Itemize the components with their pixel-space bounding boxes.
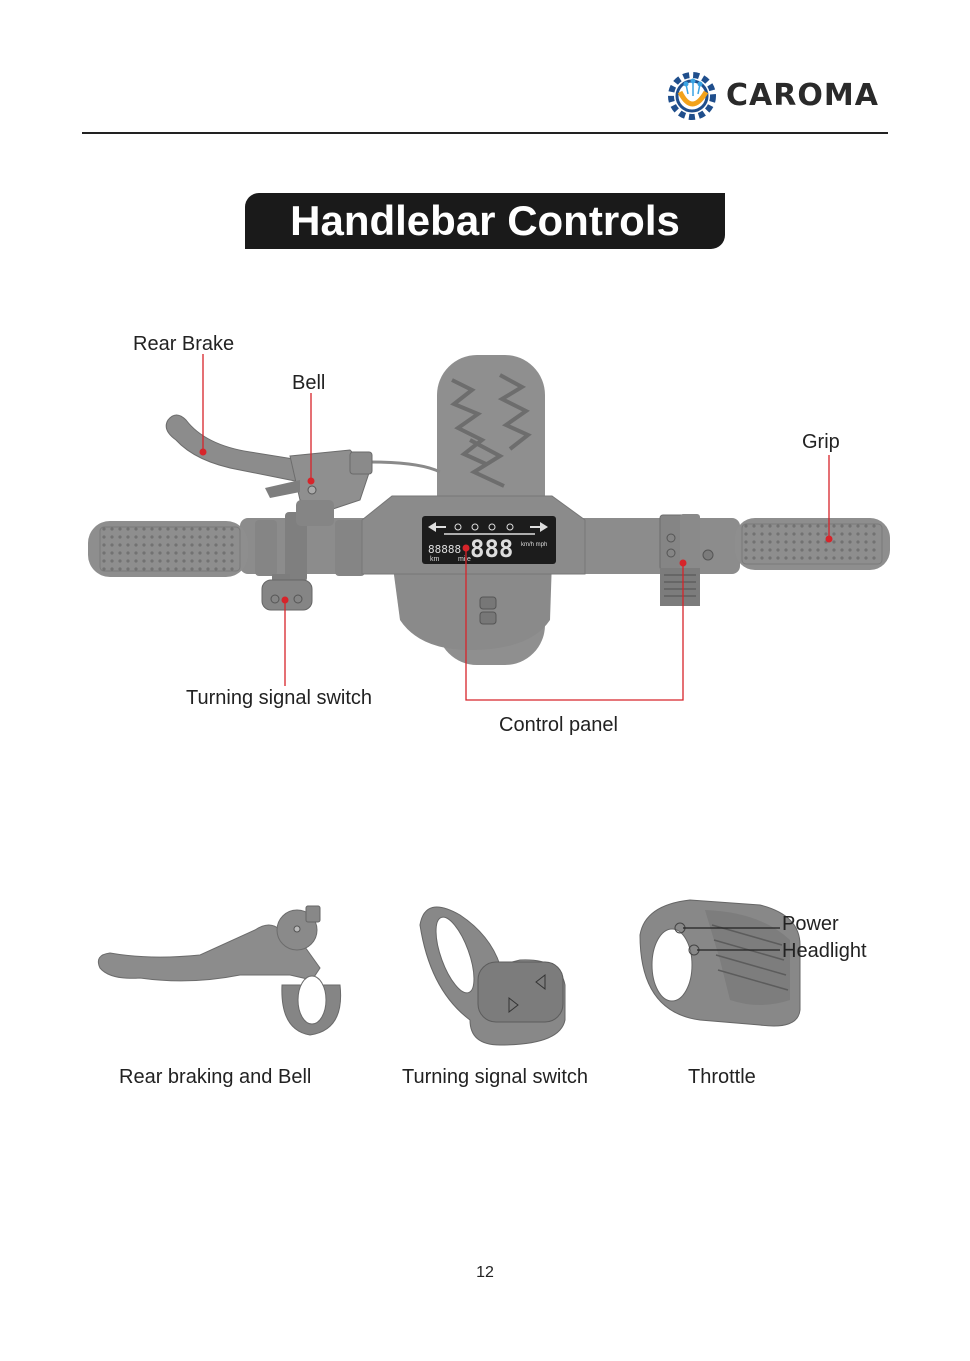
turn-signal-module (261, 574, 313, 611)
caroma-logo: CAROMA (666, 70, 896, 122)
right-grip (735, 518, 890, 570)
page-title: Handlebar Controls (290, 197, 680, 244)
throttle (659, 514, 700, 606)
speed-unit: km/h mph (521, 542, 547, 548)
brake-caption: Rear braking and Bell (119, 1066, 312, 1088)
title-banner: Handlebar Controls (245, 193, 725, 249)
brand-name: CAROMA (726, 78, 879, 113)
throttle-caption: Throttle (688, 1066, 756, 1088)
signal-caption: Turning signal switch (402, 1066, 589, 1088)
bell-label: Bell (292, 372, 326, 394)
header-rule (82, 132, 888, 134)
callout-dots (199, 448, 833, 604)
turning-signal-label: Turning signal switch (186, 687, 373, 709)
gear-icon (668, 72, 716, 120)
rear-brake-label: Rear Brake (133, 333, 235, 355)
odometer-digits: 88888 (428, 543, 461, 556)
detail-brake-bell (97, 905, 342, 1036)
left-grip (88, 521, 248, 577)
page-number: 12 (476, 1264, 494, 1281)
lcd-display: 88888 888 km/h mph km mile (422, 516, 556, 564)
detail-leader-lines (683, 927, 780, 951)
detail-turn-signal (419, 906, 566, 1046)
callout-lines (202, 354, 830, 701)
detail-throttle (639, 899, 801, 1027)
power-label: Power (782, 913, 839, 935)
speed-digits: 888 (470, 535, 513, 563)
grip-label: Grip (802, 431, 840, 453)
km-unit: km (430, 556, 440, 563)
control-panel-label: Control panel (499, 714, 618, 736)
mile-unit: mile (458, 556, 471, 563)
headlight-label: Headlight (782, 940, 867, 962)
rear-brake-lever (165, 414, 373, 526)
